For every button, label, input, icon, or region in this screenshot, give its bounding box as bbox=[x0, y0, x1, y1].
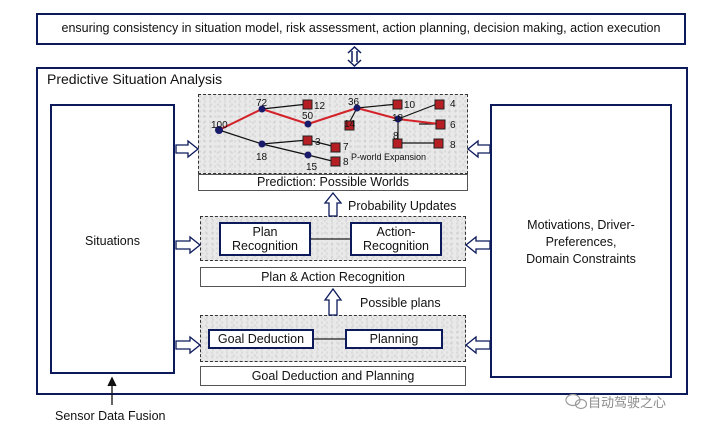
motivations-panel bbox=[490, 104, 672, 378]
arrow-right-to-prediction bbox=[466, 139, 491, 159]
goal-deduction-box: Goal Deduction bbox=[208, 329, 314, 349]
recognition-caption: Plan & Action Recognition bbox=[200, 267, 466, 287]
situations-panel bbox=[50, 104, 175, 374]
plan-recognition-box: Plan Recognition bbox=[219, 222, 311, 256]
node-label: 36 bbox=[348, 97, 360, 108]
plan-recognition-line-1: Plan bbox=[252, 225, 278, 239]
action-recognition-box: Action- Recognition bbox=[350, 222, 442, 256]
sensor-arrow bbox=[107, 376, 117, 405]
leaf-nodes bbox=[302, 99, 446, 167]
arrow-possible-plans bbox=[323, 287, 343, 316]
prediction-caption: Prediction: Possible Worlds bbox=[198, 174, 468, 191]
node-label: 8 bbox=[343, 157, 349, 168]
arrow-right-to-goal bbox=[464, 335, 491, 355]
node-label: 14 bbox=[344, 119, 356, 130]
top-banner-text: ensuring consistency in situation model,… bbox=[61, 21, 661, 35]
action-recognition-line-1: Action- bbox=[376, 225, 416, 239]
goal-caption: Goal Deduction and Planning bbox=[200, 366, 466, 386]
sensor-data-fusion-label: Sensor Data Fusion bbox=[55, 409, 166, 423]
motivations-line-3: Domain Constraints bbox=[526, 252, 636, 266]
node-label: 8 bbox=[450, 140, 456, 151]
node-label: 50 bbox=[302, 111, 314, 122]
probability-updates-label: Probability Updates bbox=[348, 199, 457, 213]
motivations-line-1: Motivations, Driver- bbox=[527, 218, 635, 232]
node-label: 4 bbox=[450, 99, 456, 110]
arrow-right-to-recognition bbox=[464, 235, 491, 255]
action-recognition-line-2: Recognition bbox=[362, 239, 429, 253]
node-label: 72 bbox=[256, 98, 268, 109]
arrow-left-to-recognition bbox=[175, 235, 202, 255]
node-label: 6 bbox=[450, 120, 456, 131]
node-label: 8 bbox=[393, 131, 399, 142]
node-label: 100 bbox=[211, 120, 228, 131]
expansion-label: P-world Expansion bbox=[351, 152, 426, 162]
top-banner bbox=[36, 13, 686, 45]
node-label: 15 bbox=[306, 162, 318, 173]
arrow-left-to-goal bbox=[175, 335, 202, 355]
planning-box: Planning bbox=[345, 329, 443, 349]
motivations-line-2: Preferences, bbox=[545, 235, 617, 249]
watermark-logo-icon bbox=[565, 393, 588, 410]
possible-plans-label: Possible plans bbox=[360, 296, 441, 310]
node-label: 12 bbox=[314, 101, 326, 112]
situations-label: Situations bbox=[85, 234, 140, 248]
node-label: 3 bbox=[315, 137, 321, 148]
node-label: 18 bbox=[256, 152, 268, 163]
tree-nodes bbox=[215, 104, 402, 159]
node-label: 18 bbox=[392, 113, 404, 124]
arrow-left-to-prediction bbox=[175, 139, 200, 159]
arrow-probability-updates bbox=[323, 191, 343, 217]
plan-recognition-line-2: Recognition bbox=[231, 239, 298, 253]
planning-label: Planning bbox=[369, 332, 419, 346]
bidirectional-arrow bbox=[347, 45, 362, 68]
goal-deduction-label: Goal Deduction bbox=[217, 332, 305, 346]
frame-title: Predictive Situation Analysis bbox=[47, 71, 223, 87]
node-label: 7 bbox=[343, 142, 349, 153]
watermark: 自动驾驶之心 bbox=[588, 395, 667, 410]
node-label: 10 bbox=[404, 100, 416, 111]
